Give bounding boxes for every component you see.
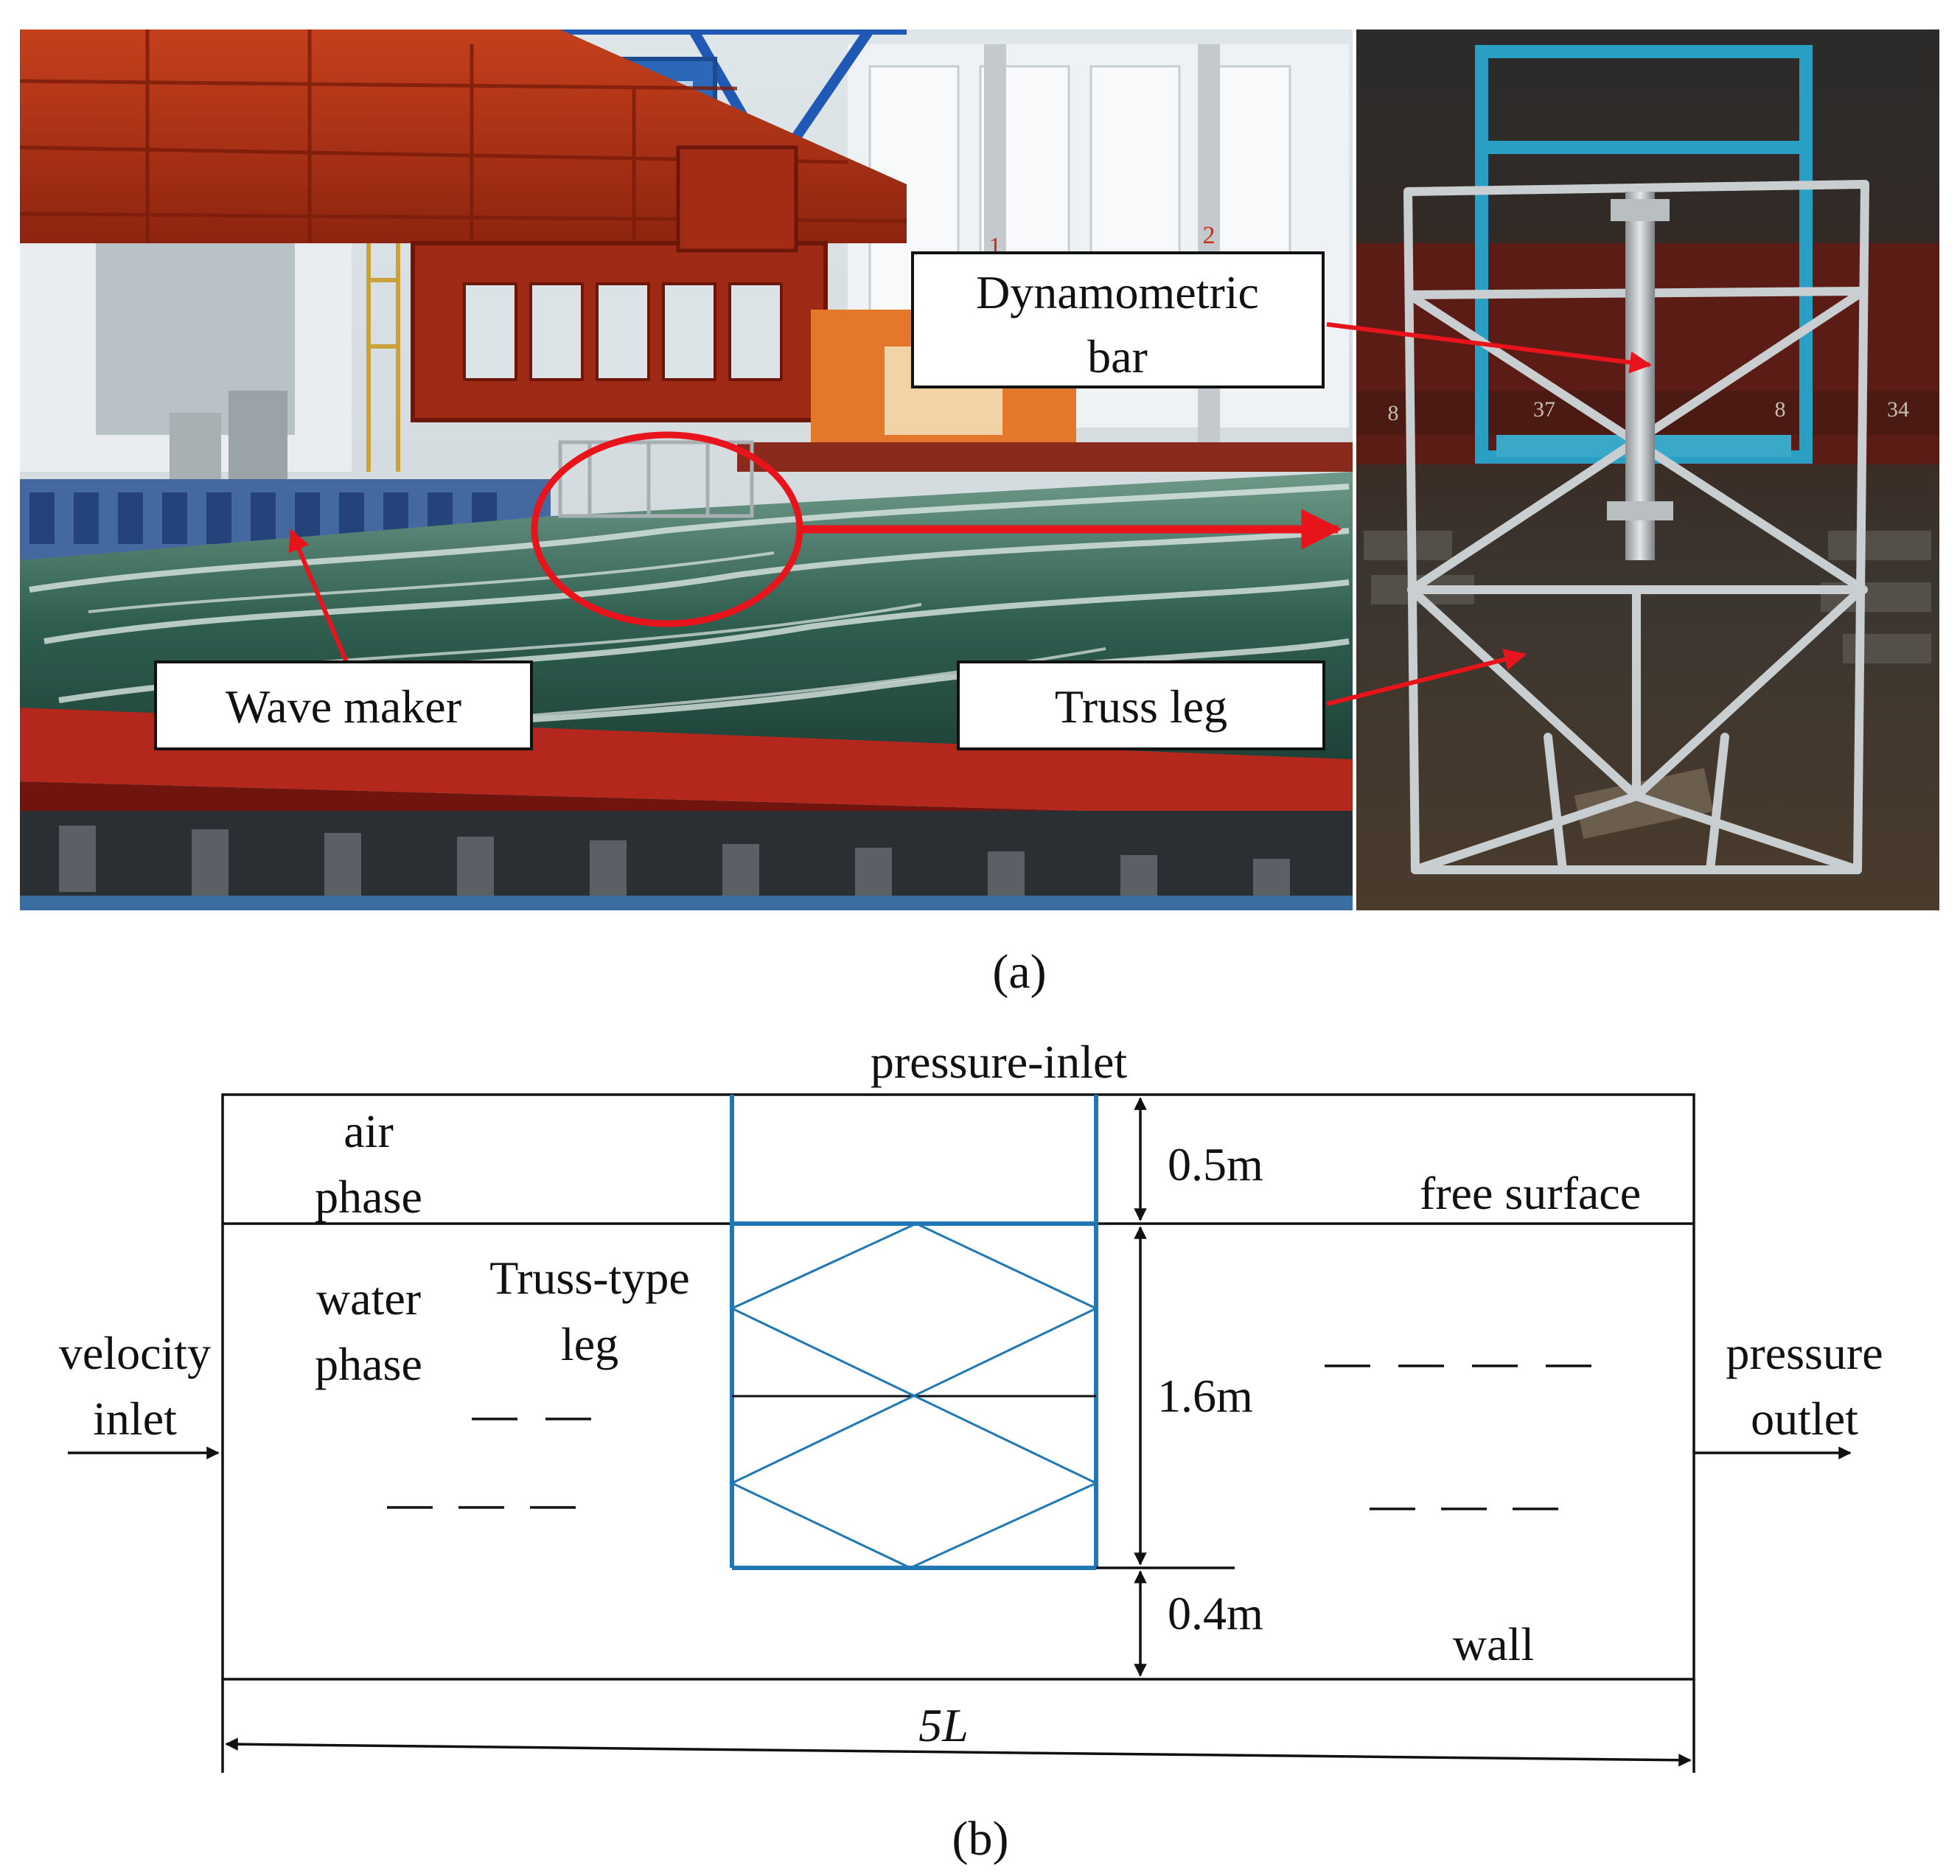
dim-width-label: 5L: [918, 1699, 969, 1751]
truss-leg-arrow: [1326, 648, 1527, 706]
truss-type-leg-label-line1: Truss-type: [489, 1252, 689, 1304]
wall-number-c: 8: [1775, 397, 1786, 422]
wave-basin-photo: 1 2: [20, 29, 1353, 910]
pillar-number-2: 2: [1203, 222, 1216, 249]
velocity-inlet-label-line2: inlet: [93, 1392, 177, 1445]
annotation-arrows: [288, 322, 1652, 706]
truss-leg-callout: Truss leg: [957, 660, 1325, 750]
dynamometric-bar-label-line1: Dynamometric: [976, 266, 1259, 318]
pressure-outlet-label-line1: pressure: [1726, 1327, 1883, 1379]
air-phase-label-line1: air: [343, 1105, 394, 1157]
dynamometric-bar-callout: Dynamometric bar: [911, 251, 1325, 388]
numerical-domain-schematic: pressure-inlet air phase water phase Tru…: [59, 1036, 1883, 1773]
velocity-inlet-label-line1: velocity: [59, 1327, 211, 1379]
wave-maker-label: Wave maker: [226, 680, 461, 733]
truss-leg-photo: 8 37 8 34: [1356, 29, 1939, 910]
caption-a: (a): [992, 945, 1046, 999]
annotation-circle: [531, 431, 803, 627]
water-phase-label-line2: phase: [315, 1338, 422, 1390]
wall-label: wall: [1453, 1618, 1534, 1670]
dim-bottom-label: 0.4m: [1168, 1587, 1263, 1639]
wall-number-b: 37: [1533, 397, 1555, 422]
pressure-inlet-label: pressure-inlet: [871, 1036, 1128, 1088]
caption-b: (b): [952, 1812, 1009, 1866]
pressure-outlet-label-line2: outlet: [1751, 1392, 1858, 1445]
truss-type-leg-label-line2: leg: [561, 1318, 618, 1370]
water-phase-label-line1: water: [316, 1272, 421, 1325]
truss-type-leg-drawing: [730, 1095, 1098, 1570]
dim-water-label: 1.6m: [1157, 1370, 1253, 1422]
wall-number-d: 34: [1887, 397, 1909, 422]
wave-maker-callout: Wave maker: [154, 660, 533, 750]
wave-maker-arrow: [288, 529, 349, 663]
dynamometric-bar-label-line2: bar: [1087, 330, 1148, 383]
free-surface-label: free surface: [1420, 1167, 1641, 1219]
domain-boundary: [221, 1093, 1695, 1681]
truss-leg-label: Truss leg: [1055, 680, 1227, 733]
air-phase-label-line2: phase: [315, 1171, 422, 1223]
dim-arrow-width: [225, 1737, 1692, 1767]
dynamometric-bar-arrow: [1326, 322, 1652, 374]
wall-number-a: 8: [1388, 401, 1399, 425]
dim-air-label: 0.5m: [1168, 1138, 1263, 1190]
